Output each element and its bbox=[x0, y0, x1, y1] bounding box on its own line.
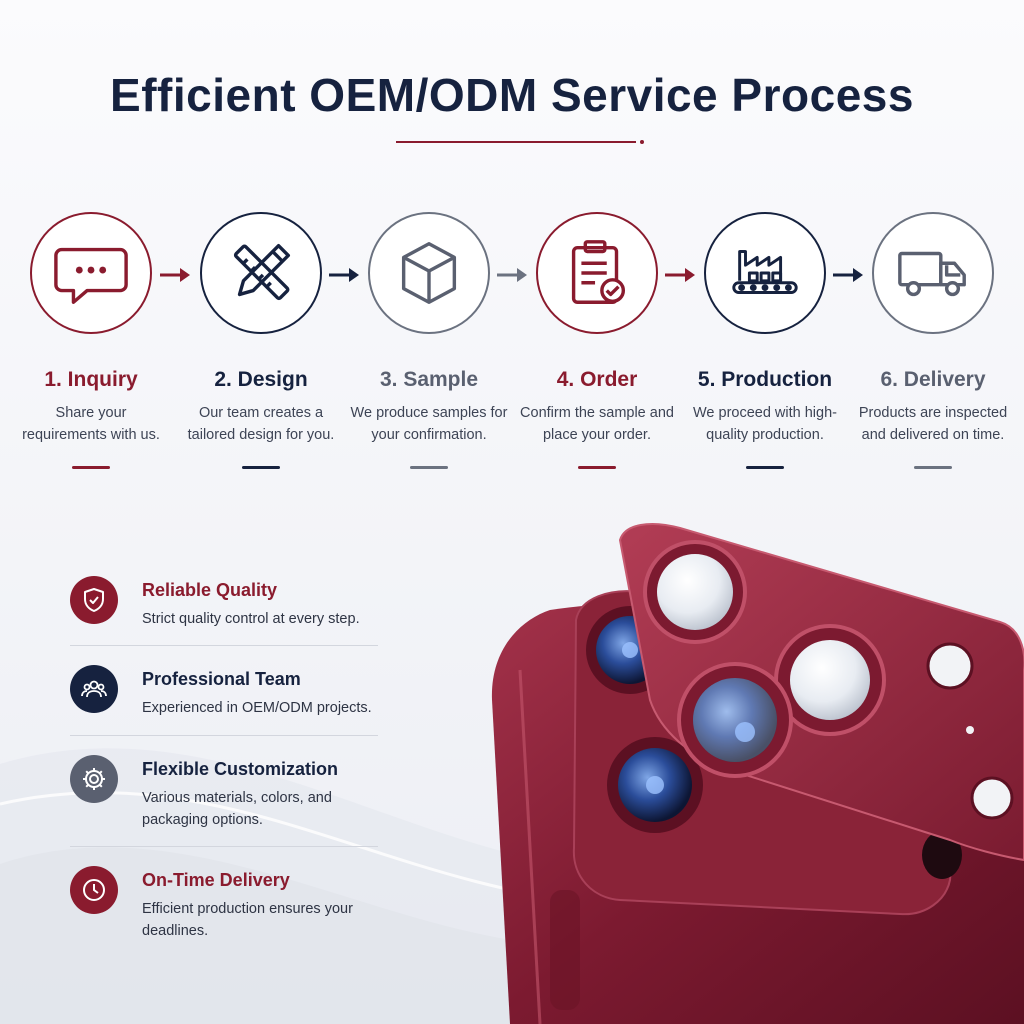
feature-title: Reliable Quality bbox=[142, 580, 278, 600]
divider bbox=[70, 846, 378, 847]
arrow-right-icon bbox=[160, 268, 190, 282]
step-circle bbox=[30, 212, 152, 334]
feature-title: Professional Team bbox=[142, 669, 301, 689]
step-circle bbox=[872, 212, 994, 334]
step-description: We proceed with high-quality production. bbox=[692, 405, 837, 443]
title-underline bbox=[396, 140, 644, 144]
feature-description: Strict quality control at every step. bbox=[142, 611, 360, 627]
chat-bubble-icon bbox=[54, 247, 128, 304]
divider bbox=[70, 645, 378, 646]
step-bar bbox=[746, 466, 784, 469]
feature-description: Various materials, colors, and packaging… bbox=[142, 790, 332, 828]
step-description: Share your requirements with us. bbox=[22, 405, 160, 443]
divider bbox=[70, 735, 378, 736]
step-description: Our team creates a tailored design for y… bbox=[187, 405, 335, 443]
step-order: 4. Order Confirm the sample and place yo… bbox=[512, 212, 682, 469]
feature-description: Efficient production ensures your deadli… bbox=[142, 901, 353, 939]
step-bar bbox=[578, 466, 616, 469]
step-title: 4. Order bbox=[556, 368, 638, 391]
product-phone-lens-protector bbox=[491, 523, 1024, 1024]
step-bar bbox=[410, 466, 448, 469]
step-circle bbox=[368, 212, 490, 334]
arrow-right-icon bbox=[329, 268, 359, 282]
step-sample: 3. Sample We produce samples for your co… bbox=[344, 212, 514, 469]
step-delivery: 6. Delivery Products are inspected and d… bbox=[848, 212, 1018, 469]
arrow-right-icon bbox=[665, 268, 695, 282]
step-circle bbox=[704, 212, 826, 334]
step-description: Products are inspected and delivered on … bbox=[858, 405, 1008, 443]
step-title: 5. Production bbox=[697, 368, 833, 391]
step-circle bbox=[536, 212, 658, 334]
step-title: 2. Design bbox=[214, 368, 308, 391]
feature-icon-badge bbox=[70, 866, 118, 914]
step-bar bbox=[914, 466, 952, 469]
gear-icon bbox=[83, 768, 105, 790]
truck-icon bbox=[898, 251, 966, 297]
factory-icon bbox=[732, 250, 798, 294]
step-description: Confirm the sample and place your order. bbox=[520, 405, 674, 443]
step-description: We produce samples for your confirmation… bbox=[350, 405, 508, 443]
step-design: 2. Design Our team creates a tailored de… bbox=[176, 212, 346, 469]
page-title: Efficient OEM/ODM Service Process bbox=[110, 69, 914, 121]
feature-title: On-Time Delivery bbox=[142, 870, 290, 890]
step-title: 6. Delivery bbox=[880, 368, 986, 391]
arrow-right-icon bbox=[497, 268, 527, 282]
step-title: 3. Sample bbox=[379, 368, 479, 391]
team-icon bbox=[81, 680, 107, 698]
step-production: 5. Production We proceed with high-quali… bbox=[680, 212, 850, 469]
step-title: 1. Inquiry bbox=[44, 368, 138, 391]
step-circle bbox=[200, 212, 322, 334]
feature-description: Experienced in OEM/ODM projects. bbox=[142, 700, 372, 716]
feature-icon-badge bbox=[70, 755, 118, 803]
step-bar bbox=[72, 466, 110, 469]
feature-title: Flexible Customization bbox=[142, 759, 339, 779]
clipboard-check-icon bbox=[571, 240, 626, 304]
arrow-right-icon bbox=[833, 268, 863, 282]
feature-icon-badge bbox=[70, 665, 118, 713]
feature-icon-badge bbox=[70, 576, 118, 624]
step-bar bbox=[242, 466, 280, 469]
box-icon bbox=[401, 242, 457, 304]
step-inquiry: 1. Inquiry Share your requirements with … bbox=[6, 212, 176, 469]
pencil-ruler-icon bbox=[233, 243, 291, 301]
clock-icon bbox=[83, 879, 105, 901]
shield-check-icon bbox=[84, 588, 104, 612]
